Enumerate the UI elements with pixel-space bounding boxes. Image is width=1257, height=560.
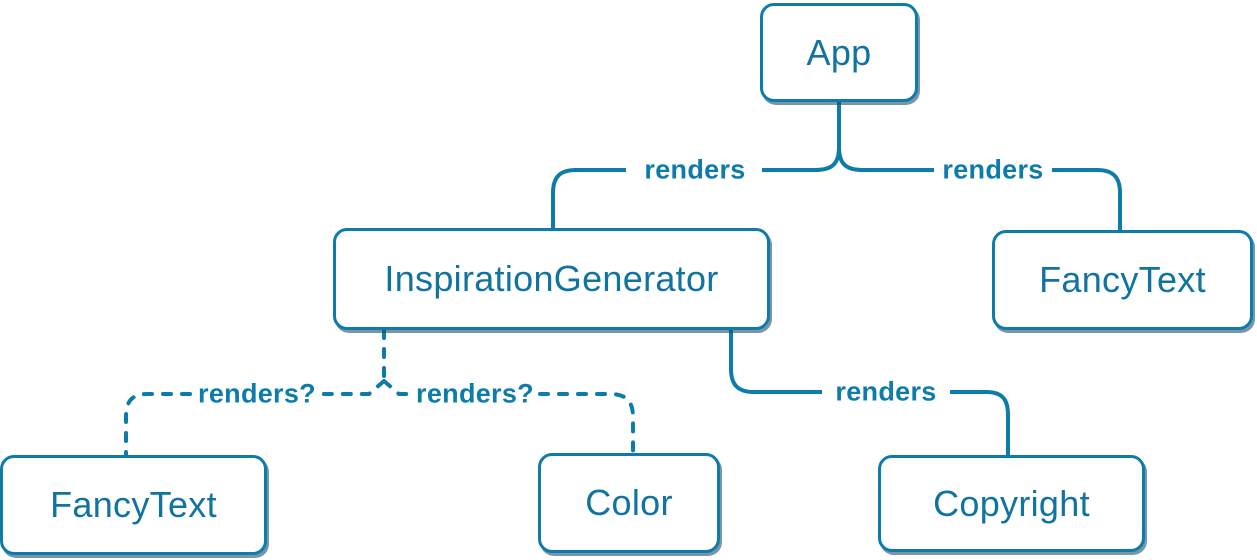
edge-label-inspirationgenerator-fancytext: renders?	[198, 378, 316, 409]
tree-node-color: Color	[538, 453, 720, 553]
edge-inspirationgenerator-color-line-a	[382, 379, 414, 396]
tree-node-fancy-text-bottom: FancyText	[0, 455, 267, 555]
edge-inspirationgenerator-fancytext-line-a	[316, 379, 386, 396]
tree-node-copyright: Copyright	[878, 455, 1145, 552]
tree-node-app: App	[760, 3, 918, 102]
edge-app-inspirationgenerator-line-a	[762, 102, 841, 172]
edge-app-inspirationgenerator-line-b	[551, 168, 626, 228]
edge-inspirationgenerator-copyright-line-a	[729, 330, 822, 394]
edge-inspirationgenerator-copyright-line-b	[950, 390, 1010, 455]
tree-node-fancy-text-top: FancyText	[992, 230, 1253, 330]
edge-label-app-fancytext: renders	[942, 154, 1044, 185]
edge-app-fancytext-line-a	[837, 146, 934, 172]
edge-label-app-inspirationgenerator: renders	[644, 154, 746, 185]
edge-inspirationgenerator-color-line-b	[538, 392, 635, 455]
edge-inspirationgenerator-fancytext-line-b	[124, 392, 192, 457]
edge-app-fancytext-line-b	[1052, 168, 1122, 230]
edge-label-inspirationgenerator-copyright: renders	[835, 376, 937, 407]
tree-node-inspiration-generator: InspirationGenerator	[333, 228, 770, 330]
edge-label-inspirationgenerator-color: renders?	[416, 378, 534, 409]
